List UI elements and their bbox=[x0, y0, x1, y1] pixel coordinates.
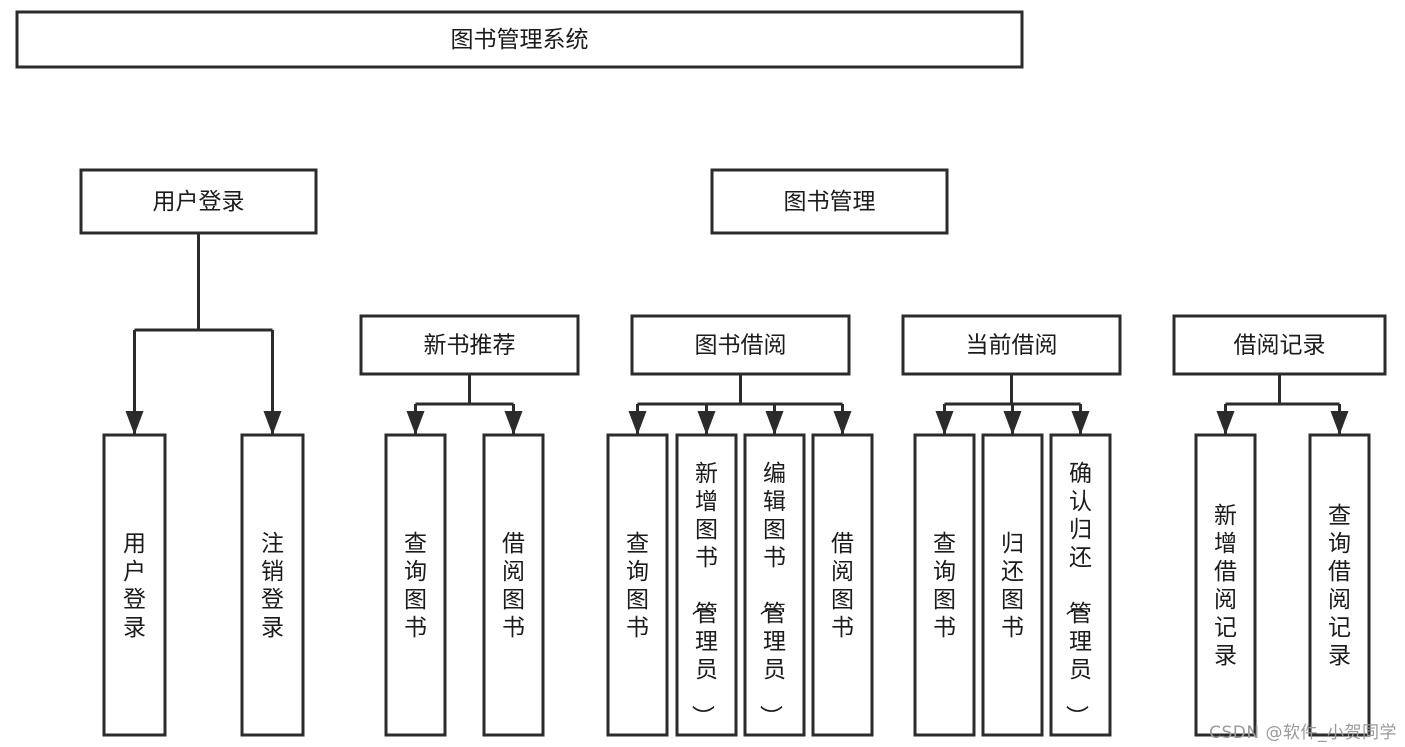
node-leaf-8-label: 查询图书 bbox=[933, 531, 956, 641]
node-leaf-11[interactable]: 新增借阅记录 bbox=[1194, 433, 1257, 737]
node-leaf-10-box[interactable] bbox=[1049, 433, 1112, 737]
node-leaf-6-box[interactable] bbox=[743, 433, 806, 737]
node-leaf-11-box[interactable] bbox=[1194, 433, 1257, 737]
node-level3-0[interactable]: 新书推荐 bbox=[359, 314, 580, 376]
node-level3-2-label: 当前借阅 bbox=[966, 333, 1058, 359]
node-level3-0-label: 新书推荐 bbox=[424, 333, 516, 359]
node-level3-3-box[interactable] bbox=[1172, 314, 1387, 376]
node-level3-2[interactable]: 当前借阅 bbox=[901, 314, 1122, 376]
node-level3-3[interactable]: 借阅记录 bbox=[1172, 314, 1387, 376]
node-leaf-11-label: 新增借阅记录 bbox=[1214, 503, 1237, 669]
node-level2-1-box[interactable] bbox=[710, 168, 949, 235]
node-leaf-8[interactable]: 查询图书 bbox=[913, 433, 976, 737]
connector-layer bbox=[125, 233, 1349, 435]
node-level3-2-box[interactable] bbox=[901, 314, 1122, 376]
node-root-library-management-system: 图书管理系统 bbox=[15, 10, 1024, 69]
node-leaf-1[interactable]: 注销登录 bbox=[240, 433, 305, 737]
node-leaf-9-label: 归还图书 bbox=[1001, 531, 1024, 641]
node-leaf-7-label: 借阅图书 bbox=[831, 531, 854, 641]
node-layer: 图书管理系统用户登录图书管理新书推荐图书借阅当前借阅借阅记录用户登录注销登录查询… bbox=[15, 10, 1387, 737]
node-level2-0-box[interactable] bbox=[79, 168, 318, 235]
node-leaf-1-box[interactable] bbox=[240, 433, 305, 737]
node-level2-0[interactable]: 用户登录 bbox=[79, 168, 318, 235]
node-root-library-management-system-label: 图书管理系统 bbox=[451, 27, 589, 53]
node-leaf-2-box[interactable] bbox=[384, 433, 447, 737]
node-leaf-0[interactable]: 用户登录 bbox=[102, 433, 167, 737]
node-level3-1-label: 图书借阅 bbox=[695, 333, 787, 359]
node-leaf-5[interactable]: 新增图书（管理员） bbox=[675, 433, 738, 737]
node-leaf-10[interactable]: 确认归还（管理员） bbox=[1049, 433, 1112, 737]
node-root-library-management-system-box bbox=[15, 10, 1024, 69]
node-leaf-12[interactable]: 查询借阅记录 bbox=[1308, 433, 1371, 737]
node-leaf-9[interactable]: 归还图书 bbox=[981, 433, 1044, 737]
node-level2-1[interactable]: 图书管理 bbox=[710, 168, 949, 235]
node-level3-0-box[interactable] bbox=[359, 314, 580, 376]
node-level3-1-box[interactable] bbox=[630, 314, 851, 376]
node-level3-3-label: 借阅记录 bbox=[1234, 333, 1326, 359]
node-leaf-0-box[interactable] bbox=[102, 433, 167, 737]
node-leaf-7-box[interactable] bbox=[811, 433, 874, 737]
node-leaf-10-label: 确认归还（管理员） bbox=[1063, 461, 1092, 728]
node-leaf-8-box[interactable] bbox=[913, 433, 976, 737]
node-leaf-1-label: 注销登录 bbox=[261, 531, 284, 641]
node-leaf-5-box[interactable] bbox=[675, 433, 738, 737]
node-leaf-3-label: 借阅图书 bbox=[502, 531, 525, 641]
node-leaf-7[interactable]: 借阅图书 bbox=[811, 433, 874, 737]
node-leaf-0-label: 用户登录 bbox=[123, 531, 146, 641]
node-level2-1-label: 图书管理 bbox=[784, 189, 876, 215]
node-leaf-4-label: 查询图书 bbox=[626, 531, 649, 641]
node-leaf-2[interactable]: 查询图书 bbox=[384, 433, 447, 737]
node-leaf-5-label: 新增图书（管理员） bbox=[689, 461, 718, 728]
node-leaf-4[interactable]: 查询图书 bbox=[606, 433, 669, 737]
node-level3-1[interactable]: 图书借阅 bbox=[630, 314, 851, 376]
node-leaf-6[interactable]: 编辑图书（管理员） bbox=[743, 433, 806, 737]
node-leaf-9-box[interactable] bbox=[981, 433, 1044, 737]
node-leaf-12-label: 查询借阅记录 bbox=[1328, 503, 1351, 669]
node-leaf-3[interactable]: 借阅图书 bbox=[482, 433, 545, 737]
node-leaf-6-label: 编辑图书（管理员） bbox=[757, 461, 786, 728]
node-leaf-2-label: 查询图书 bbox=[404, 531, 427, 641]
node-leaf-12-box[interactable] bbox=[1308, 433, 1371, 737]
node-level2-0-label: 用户登录 bbox=[153, 189, 245, 215]
node-leaf-3-box[interactable] bbox=[482, 433, 545, 737]
node-leaf-4-box[interactable] bbox=[606, 433, 669, 737]
csdn-watermark: CSDN @软件_小贺同学 bbox=[1209, 723, 1397, 743]
